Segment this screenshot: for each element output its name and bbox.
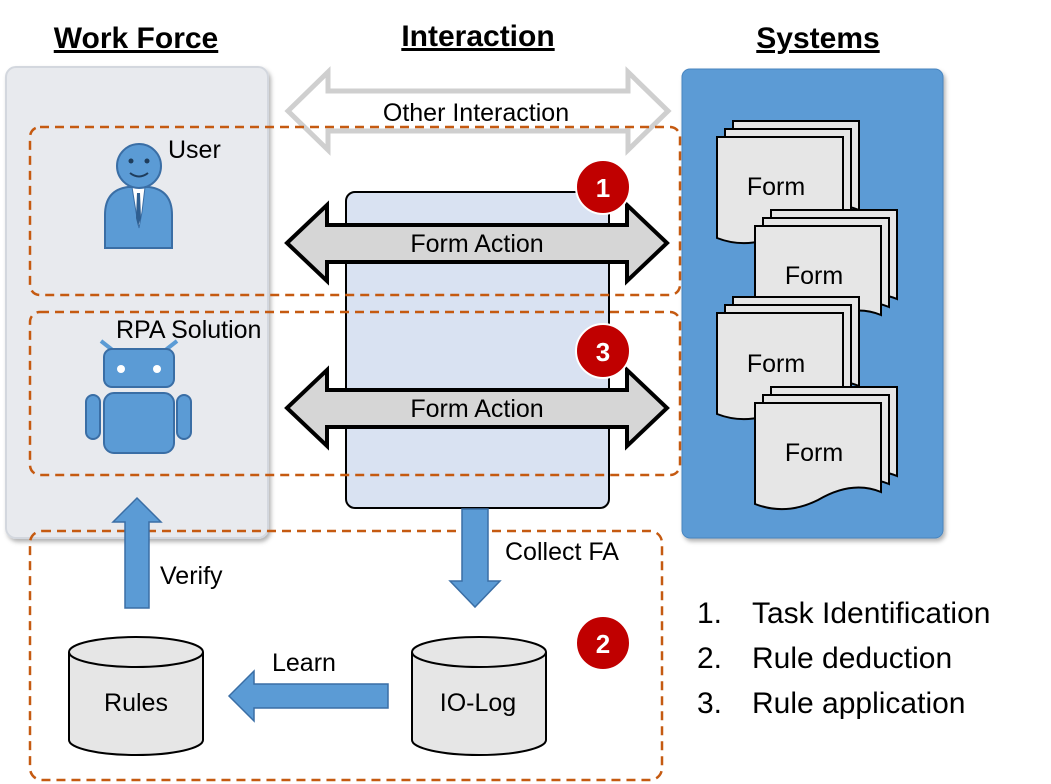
learn-label: Learn [272, 649, 336, 677]
legend-2-text: Rule deduction [752, 642, 952, 675]
task-identification-region [28, 125, 682, 297]
work-force-panel [5, 66, 269, 539]
legend-3-number: 3. [697, 687, 722, 720]
rule-deduction-region [28, 529, 664, 782]
badge-2-number: 2 [596, 629, 610, 659]
form-action-arrow-bottom [284, 365, 670, 451]
interaction-header: Interaction [401, 20, 554, 53]
verify-arrow [111, 496, 163, 609]
form-action-arrow-top [284, 200, 670, 286]
systems-header: Systems [756, 22, 879, 55]
robot-icon [85, 339, 192, 454]
legend-1-text: Task Identification [752, 597, 990, 630]
other-interaction-label: Other Interaction [383, 99, 569, 127]
iolog-database-icon [411, 636, 547, 756]
form-2-label: Form [785, 262, 843, 290]
rpa-solution-label: RPA Solution [116, 316, 261, 344]
rule-application-region [28, 310, 682, 477]
form-action-bottom-label: Form Action [410, 395, 543, 423]
user-icon [104, 143, 173, 249]
legend: 1. Task Identification 2. Rule deduction… [697, 597, 990, 720]
rules-database-icon [68, 636, 204, 756]
learn-arrow [227, 669, 389, 723]
iolog-label: IO-Log [440, 689, 516, 717]
form-document-4: Form [754, 386, 898, 511]
rules-label: Rules [104, 689, 168, 717]
work-force-header: Work Force [54, 22, 219, 55]
badge-3: 3 [575, 323, 631, 379]
form-1-label: Form [747, 173, 805, 201]
user-label: User [168, 136, 221, 164]
badge-1: 1 [575, 159, 631, 215]
form-action-top-label: Form Action [410, 230, 543, 258]
collect-fa-arrow [448, 508, 502, 609]
badge-2: 2 [575, 615, 631, 671]
form-4-label: Form [785, 439, 843, 467]
legend-2-number: 2. [697, 642, 722, 675]
badge-1-number: 1 [596, 173, 610, 203]
collect-fa-label: Collect FA [505, 538, 619, 566]
form-3-label: Form [747, 350, 805, 378]
legend-1-number: 1. [697, 597, 722, 630]
other-interaction-arrow [284, 66, 672, 156]
legend-3-text: Rule application [752, 687, 965, 720]
verify-label: Verify [160, 562, 223, 590]
badge-3-number: 3 [596, 337, 610, 367]
